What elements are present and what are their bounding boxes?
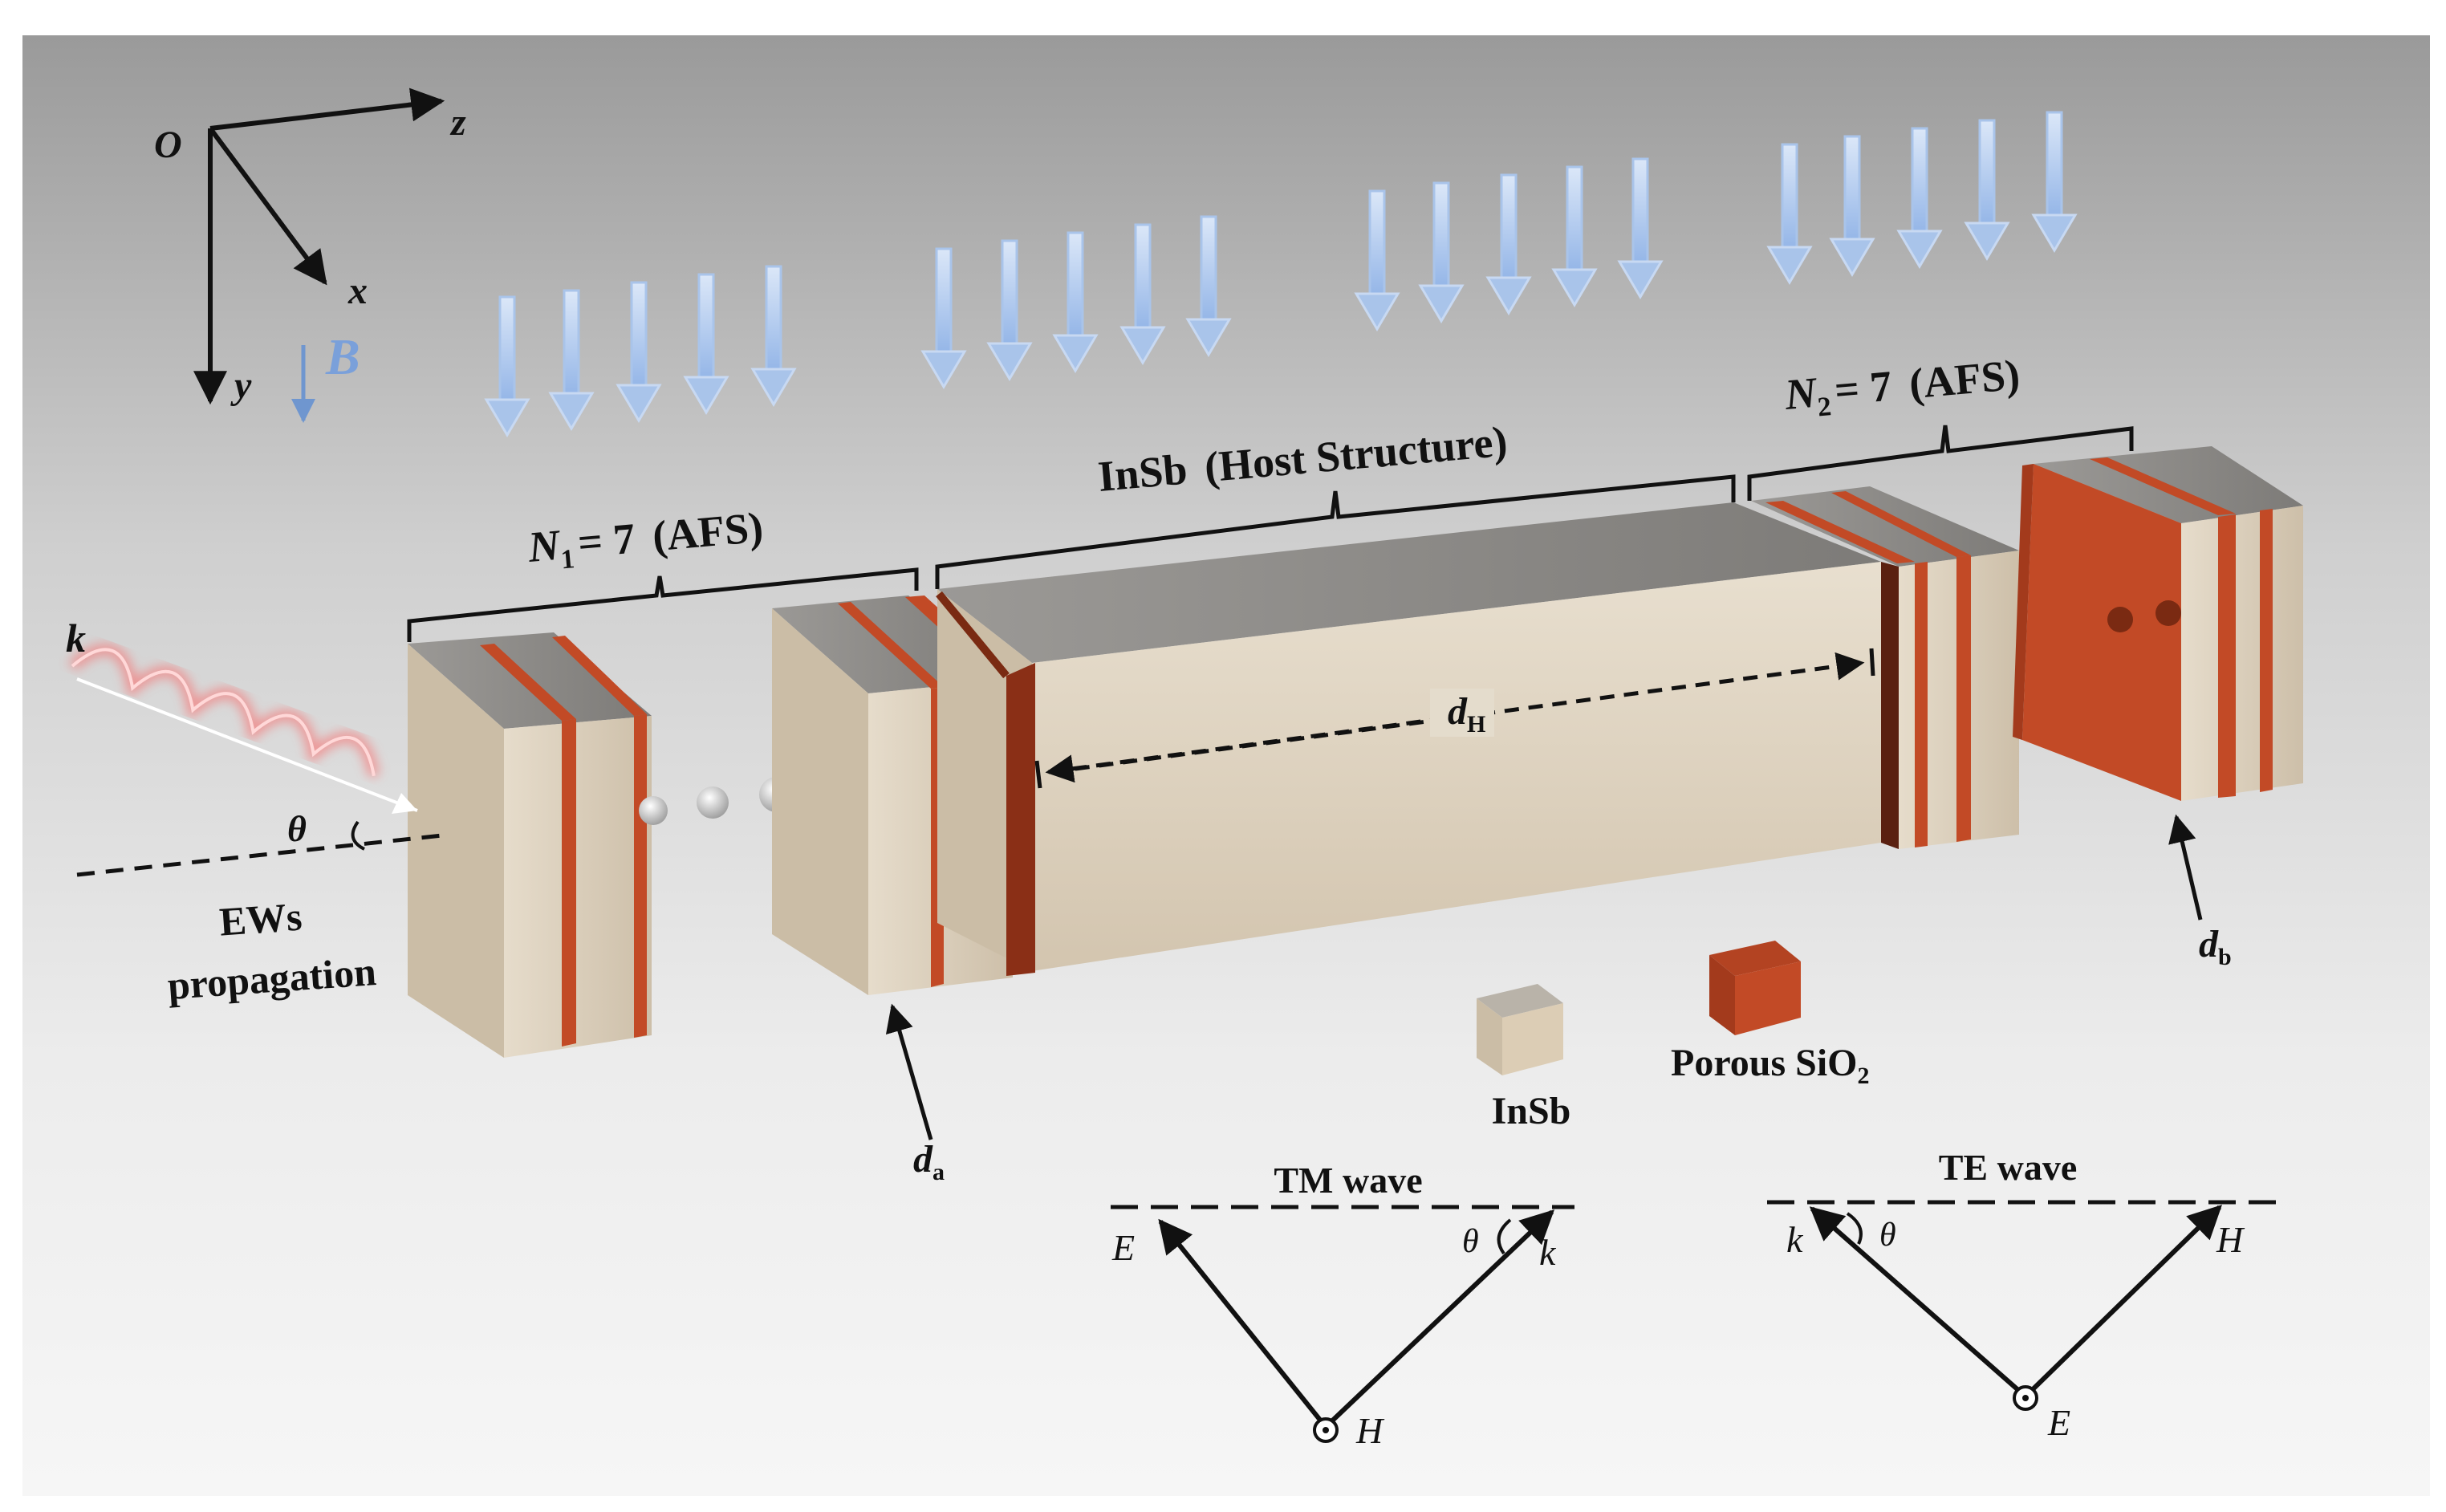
field-arrow xyxy=(1964,119,2010,261)
tm-title: TM wave xyxy=(1274,1160,1422,1201)
legend-sio2-cube xyxy=(1709,941,1801,1035)
theta-arc xyxy=(351,820,365,851)
field-arrow xyxy=(1052,231,1099,373)
incident-k-label: k xyxy=(66,616,86,660)
sio2-layer xyxy=(1765,501,1915,563)
tm-h-label: H xyxy=(1355,1410,1385,1451)
tm-wave-diagram xyxy=(1111,1205,1574,1443)
axis-z-label: z xyxy=(449,101,466,144)
sio2-layer xyxy=(562,719,576,1047)
axis-x-label: x xyxy=(347,270,368,312)
field-arrow xyxy=(548,289,595,431)
field-b-label: B xyxy=(325,328,360,385)
field-arrow xyxy=(1485,173,1532,315)
bracket-afs-right xyxy=(1747,425,2134,501)
sio2-layer xyxy=(1006,663,1035,976)
sio2-layer xyxy=(1956,555,1971,842)
field-arrow xyxy=(1617,157,1664,299)
field-arrow xyxy=(2031,111,2078,253)
afs-left-label: N1= 7(AFS) xyxy=(526,503,766,578)
field-arrow xyxy=(750,265,797,407)
field-arrow xyxy=(1354,189,1400,331)
sio2-layer xyxy=(838,602,944,689)
field-arrow xyxy=(1551,165,1598,307)
te-k-label: k xyxy=(1786,1219,1804,1260)
field-arrow xyxy=(1185,215,1232,357)
legend-sio2-label: Porous SiO2 xyxy=(1671,1042,1870,1089)
incident-wave xyxy=(68,644,418,814)
legend-insb-label: InSb xyxy=(1492,1090,1571,1132)
field-arrow xyxy=(1766,143,1813,285)
da-label: da xyxy=(913,1138,945,1185)
magnetic-field-arrows xyxy=(484,111,2078,437)
field-arrow xyxy=(683,273,729,415)
tm-k-label: k xyxy=(1539,1232,1557,1273)
field-arrow xyxy=(1418,181,1465,323)
sio2-layer xyxy=(2218,514,2236,798)
host-insb-block xyxy=(936,502,1881,976)
te-theta-label: θ xyxy=(1879,1217,1896,1254)
incident-theta-label: θ xyxy=(287,808,307,849)
tm-theta-label: θ xyxy=(1462,1223,1479,1260)
ews-label: EWs xyxy=(218,894,303,945)
field-arrow xyxy=(1896,127,1943,269)
brackets xyxy=(407,425,2134,642)
bracket-afs-left xyxy=(407,567,919,642)
sio2-layer xyxy=(1831,491,1971,557)
te-h-label: H xyxy=(2216,1219,2245,1260)
afs-left-block-1 xyxy=(408,632,652,1058)
field-arrow xyxy=(484,295,530,437)
bracket-host xyxy=(935,474,1736,589)
db-pointer xyxy=(2168,814,2203,921)
coordinate-axes xyxy=(193,87,445,423)
field-arrow xyxy=(1829,135,1875,277)
afs-right-block-1 xyxy=(1751,486,2019,849)
legend-insb-cube xyxy=(1477,984,1563,1075)
field-arrow xyxy=(616,281,662,423)
dh-dimension-arrow xyxy=(1034,648,1875,789)
dh-label: dH xyxy=(1448,690,1485,738)
sio2-layer xyxy=(1915,562,1928,847)
sio2-layer xyxy=(634,714,647,1038)
sio2-layer xyxy=(2090,457,2236,515)
sio2-layer xyxy=(2260,509,2273,792)
tm-e-label: E xyxy=(1111,1227,1135,1268)
afs-right-block-2 xyxy=(2013,446,2303,801)
axis-y-label: y xyxy=(230,364,252,407)
interface-dashed-line xyxy=(76,832,450,877)
axis-origin-label: O xyxy=(154,124,182,166)
te-e-label: E xyxy=(2047,1402,2070,1443)
field-arrow xyxy=(920,247,967,389)
db-label: db xyxy=(2199,923,2232,970)
field-arrow xyxy=(1119,223,1166,365)
field-arrow xyxy=(986,239,1033,381)
sio2-layer xyxy=(480,644,576,721)
da-pointer xyxy=(885,1003,933,1140)
afs-right-label: N2= 7(AFS) xyxy=(1782,351,2022,425)
sio2-layer xyxy=(552,636,647,716)
te-title: TE wave xyxy=(1939,1147,2078,1188)
te-wave-diagram xyxy=(1767,1200,2279,1411)
